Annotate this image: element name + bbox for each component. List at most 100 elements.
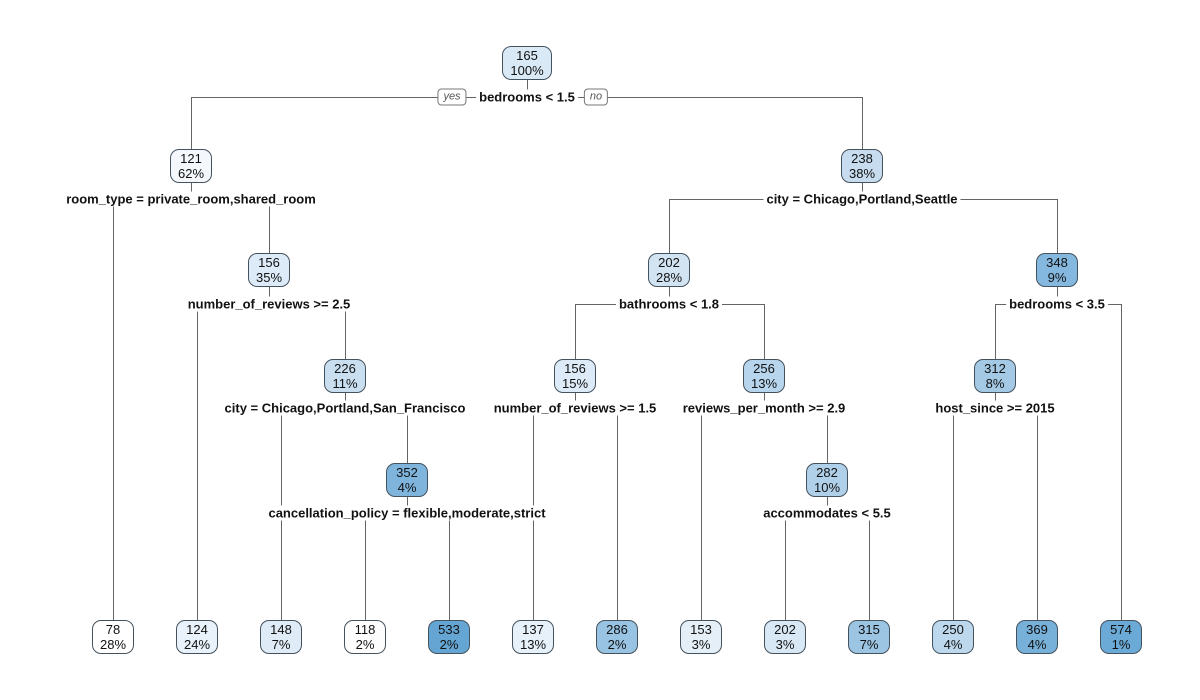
split-label: cancellation_policy = flexible,moderate,…: [265, 505, 549, 521]
node-percent: 4%: [397, 480, 417, 495]
node-percent: 2%: [439, 637, 459, 652]
branch-drop: [197, 304, 198, 620]
branch-stub: [827, 497, 828, 513]
node-percent: 8%: [985, 376, 1005, 391]
node-percent: 13%: [750, 376, 778, 391]
split-label: bedrooms < 1.5: [476, 89, 578, 105]
branch-drop: [365, 513, 366, 620]
node-percent: 24%: [183, 637, 211, 652]
node-percent: 7%: [859, 637, 879, 652]
node-percent: 9%: [1047, 270, 1067, 285]
branch-drop: [764, 304, 765, 359]
split-label: host_since >= 2015: [932, 400, 1058, 416]
node-percent: 4%: [1027, 637, 1047, 652]
split-label: number_of_reviews >= 2.5: [184, 296, 354, 312]
node-percent: 13%: [519, 637, 547, 652]
branch-drop: [1057, 199, 1058, 253]
node-percent: 11%: [332, 376, 358, 391]
branch-drop: [1037, 408, 1038, 620]
no-branch-tag: no: [583, 88, 609, 106]
node-count: 348: [1046, 255, 1068, 270]
branch-stub: [862, 183, 863, 199]
split-label: city = Chicago,Portland,San_Francisco: [221, 400, 469, 416]
node-count: 312: [984, 361, 1006, 376]
branch-drop: [407, 408, 408, 463]
node-count: 156: [258, 255, 280, 270]
node-percent: 38%: [848, 166, 876, 181]
branch-drop: [862, 97, 863, 149]
node-count: 282: [816, 465, 838, 480]
branch-drop: [701, 408, 702, 620]
node-count: 78: [105, 622, 121, 637]
node-percent: 35%: [255, 270, 283, 285]
node-count: 256: [753, 361, 775, 376]
node-percent: 4%: [943, 637, 963, 652]
yes-branch-tag: yes: [437, 88, 467, 106]
node-count: 574: [1110, 622, 1132, 637]
branch-stub: [269, 287, 270, 304]
branch-drop: [669, 199, 670, 253]
branch-stub: [191, 183, 192, 199]
branch-drop: [869, 513, 870, 620]
split-label: bedrooms < 3.5: [1006, 296, 1108, 312]
node-percent: 15%: [561, 376, 589, 391]
node-percent: 62%: [177, 166, 205, 181]
branch-stub: [527, 80, 528, 97]
branch-stub: [407, 497, 408, 513]
split-label: room_type = private_room,shared_room: [63, 191, 319, 207]
branch-drop: [827, 408, 828, 463]
node-count: 533: [438, 622, 460, 637]
node-percent: 28%: [99, 637, 127, 652]
node-count: 118: [354, 622, 376, 637]
branch-stub: [1057, 287, 1058, 304]
node-percent: 2%: [607, 637, 627, 652]
branch-drop: [785, 513, 786, 620]
node-count: 165: [516, 48, 538, 63]
branch-drop: [1121, 304, 1122, 620]
node-count: 202: [774, 622, 796, 637]
node-percent: 7%: [271, 637, 291, 652]
node-count: 315: [858, 622, 880, 637]
branch-drop: [269, 199, 270, 253]
node-count: 226: [334, 361, 356, 376]
node-count: 137: [522, 622, 544, 637]
branch-drop: [953, 408, 954, 620]
node-percent: 28%: [655, 270, 683, 285]
node-count: 202: [658, 255, 680, 270]
node-count: 238: [851, 151, 873, 166]
branch-drop: [617, 408, 618, 620]
branch-stub: [669, 287, 670, 304]
node-count: 148: [270, 622, 292, 637]
split-label: number_of_reviews >= 1.5: [490, 400, 660, 416]
branch-drop: [113, 199, 114, 620]
branch-drop: [995, 304, 996, 359]
node-count: 153: [690, 622, 712, 637]
node-percent: 2%: [355, 637, 375, 652]
node-count: 124: [186, 622, 208, 637]
node-count: 352: [396, 465, 418, 480]
